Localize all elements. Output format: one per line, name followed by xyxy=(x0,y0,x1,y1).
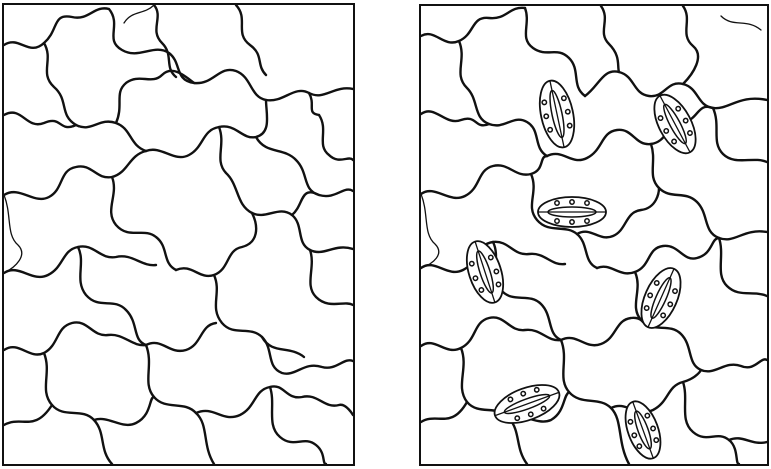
stoma-2 xyxy=(646,88,704,160)
epidermal-cells-drawing xyxy=(4,5,353,464)
epidermal-cells-with-stomata-drawing xyxy=(421,6,767,464)
stoma-5 xyxy=(633,262,688,333)
stoma-6 xyxy=(490,377,565,430)
stoma-3 xyxy=(538,197,606,227)
stoma-1 xyxy=(534,77,579,150)
epidermis-panel-right xyxy=(419,4,769,466)
stoma-4 xyxy=(460,237,510,308)
epidermis-panel-left xyxy=(2,3,355,466)
